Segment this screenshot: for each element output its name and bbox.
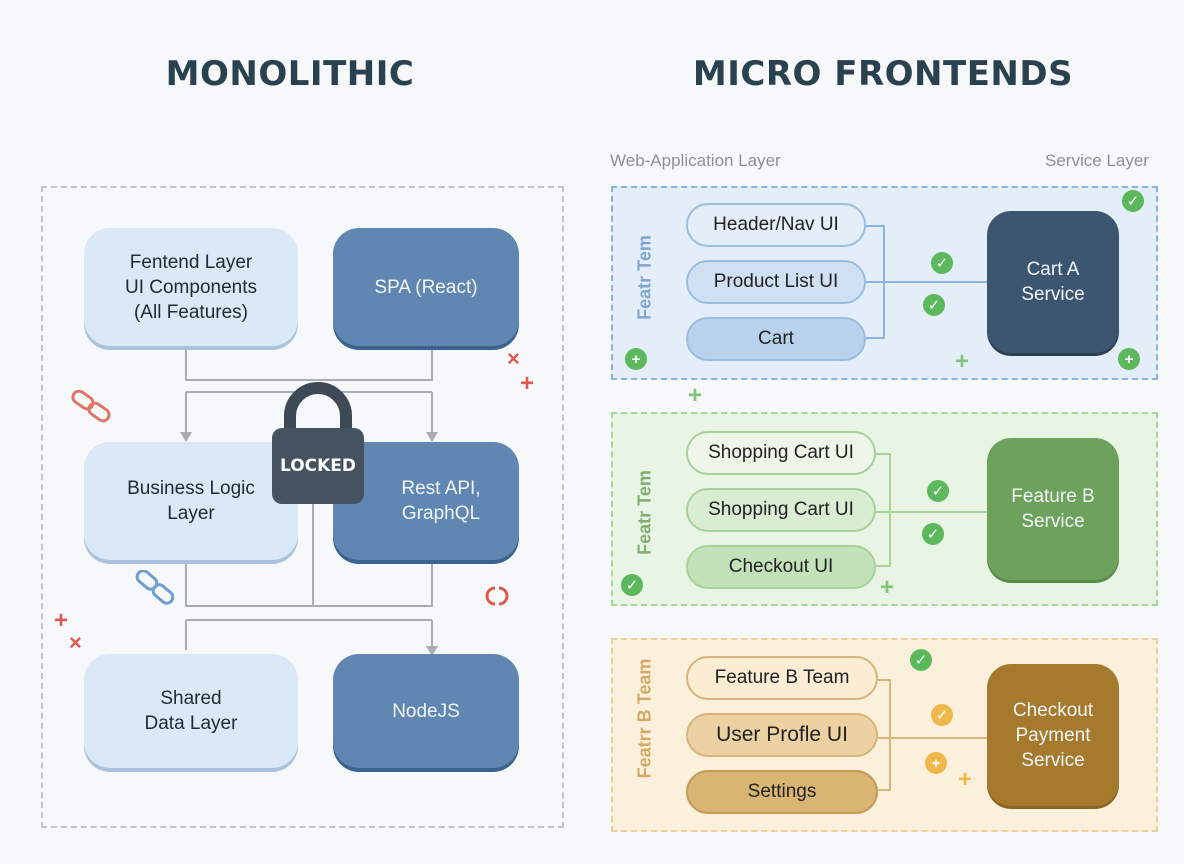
plus-icon: + [955, 348, 970, 375]
cart-pill: Cart [686, 317, 866, 361]
service-layer-label: Service Layer [1045, 151, 1149, 170]
user-profile-ui-pill: User Profle UI [686, 713, 878, 757]
x-icon: × [507, 346, 520, 371]
plus-icon: + [880, 574, 895, 601]
shopping-cart-ui-pill-1: Shopping Cart UI [686, 431, 876, 475]
shopping-cart-ui-pill-2: Shopping Cart UI [686, 488, 876, 532]
web-application-layer-label: Web-Application Layer [610, 151, 781, 170]
plus-icon: + [54, 607, 69, 634]
check-circle-icon: ✓ [931, 252, 953, 274]
check-circle-icon: ✓ [910, 649, 932, 671]
check-circle-icon: ✓ [927, 480, 949, 502]
check-circle-icon: ✓ [931, 704, 953, 726]
feature-b-service-box: Feature B Service [987, 438, 1119, 580]
check-circle-icon: ✓ [1122, 190, 1144, 212]
team-label-c: Featrr B Team [634, 658, 655, 779]
connectors-a [866, 225, 988, 339]
team-label-b: Featr Tem [634, 470, 655, 555]
checkout-ui-pill: Checkout UI [686, 545, 876, 589]
padlock-icon: LOCKED [270, 376, 366, 504]
plus-circle-icon: + [1118, 348, 1140, 370]
plus-circle-icon: + [925, 752, 947, 774]
broken-link-icon [485, 586, 509, 606]
settings-pill: Settings [686, 770, 878, 814]
x-icon: × [69, 630, 82, 655]
micro-frontends-heading: MICRO FRONTENDS [692, 54, 1074, 94]
monolithic-heading: MONOLITHIC [165, 54, 415, 94]
header-nav-ui-pill: Header/Nav UI [686, 203, 866, 247]
check-circle-icon: ✓ [621, 574, 643, 596]
chain-link-icon [135, 570, 175, 605]
shared-data-box: Shared Data Layer [84, 654, 298, 768]
plus-icon: + [520, 370, 535, 397]
plus-circle-icon: + [625, 348, 647, 370]
frontend-layer-box: Fentend Layer UI Components (All Feature… [84, 228, 298, 346]
plus-icon: + [958, 766, 973, 793]
team-label-a: Featr Tem [634, 235, 655, 320]
product-list-ui-pill: Product List UI [686, 260, 866, 304]
connectors-b [876, 453, 988, 567]
connectors-c [878, 679, 988, 791]
plus-icon: + [688, 382, 703, 409]
check-circle-icon: ✓ [923, 294, 945, 316]
business-logic-box: Business Logic Layer [84, 442, 298, 560]
monolithic-panel [41, 186, 564, 828]
nodejs-box: NodeJS [333, 654, 519, 768]
checkout-payment-service-box: Checkout Payment Service [987, 664, 1119, 806]
chain-link-icon [71, 390, 111, 423]
spa-react-box: SPA (React) [333, 228, 519, 346]
lock-label: LOCKED [279, 456, 357, 476]
check-circle-icon: ✓ [922, 523, 944, 545]
cart-a-service-box: Cart A Service [987, 211, 1119, 353]
feature-b-team-pill: Feature B Team [686, 656, 878, 700]
